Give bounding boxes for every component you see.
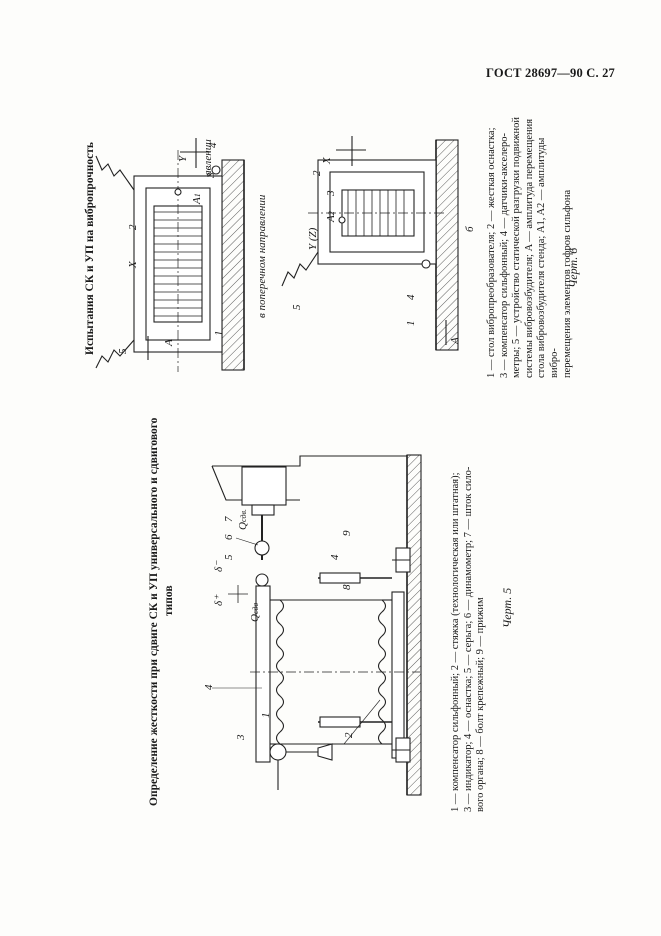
vibrator-table-a <box>221 159 245 371</box>
fig6b-label-X: X <box>321 156 333 165</box>
spring-b <box>281 251 319 287</box>
fig6a-label-1: 1 <box>213 331 225 337</box>
fig5-label-5: 5 <box>223 554 235 560</box>
fig6a-label-A: A <box>163 339 175 347</box>
fitting-plate-bottom <box>391 591 405 759</box>
page-header: ГОСТ 28697—90 С. 27 <box>486 66 615 80</box>
figure5-drawing <box>211 454 422 796</box>
fig5-label-4a: 4 <box>203 684 215 690</box>
fig6b-label-5: 5 <box>291 304 303 310</box>
vibrator-table-b <box>435 139 459 351</box>
fig6a-label-2: 2 <box>127 224 139 230</box>
fig5-delta-minus: δ⁻ <box>213 560 225 572</box>
fig5-label-8: 8 <box>341 584 353 590</box>
fig6a-label-5: 5 <box>117 348 129 354</box>
shackle-icon <box>255 573 269 587</box>
fig6b-label-4: 4 <box>405 294 417 300</box>
spring-top-a <box>95 155 135 191</box>
fig6a-label-X: X <box>127 260 139 269</box>
fig6b-label-1: 1 <box>405 321 417 327</box>
actuator-body <box>241 466 287 506</box>
fig5-label-7: 7 <box>223 516 235 522</box>
indicator-icon <box>269 743 287 761</box>
spring-bottom-a <box>95 339 135 369</box>
fig5-label-6: 6 <box>223 534 235 540</box>
fig5-force-top: Qсдв. <box>237 509 249 530</box>
dynamometer-icon <box>254 540 270 556</box>
fig6a-label-3: 3 <box>205 172 217 179</box>
fitting-plate-top <box>255 585 271 763</box>
fig5-label-2: 2 <box>343 732 355 738</box>
fig6b-label-2: 2 <box>311 170 323 176</box>
fig5-label-4b: 4 <box>329 554 341 560</box>
fig6b-label-YZ: Y (Z) <box>307 227 319 250</box>
fig6a-label-A1: A1 <box>191 193 203 205</box>
fig6b-label-3: 3 <box>325 190 337 197</box>
fig6b-label-A2: A2 <box>325 211 337 223</box>
figure6a-drawing <box>95 138 245 372</box>
fig5-label-9: 9 <box>341 530 353 536</box>
fig5-delta-plus: δ⁺ <box>213 594 225 606</box>
fig5-force-left: Qсдв <box>249 602 261 622</box>
fig6a-label-4: 4 <box>207 142 219 148</box>
fig5-label-1: 1 <box>260 713 272 719</box>
figure6b-drawing <box>281 136 459 351</box>
fig6a-label-Y: Y <box>177 154 189 162</box>
fig6b-label-A: A <box>449 337 461 345</box>
fig5-label-3: 3 <box>235 734 247 741</box>
actuator-frame <box>212 455 407 467</box>
